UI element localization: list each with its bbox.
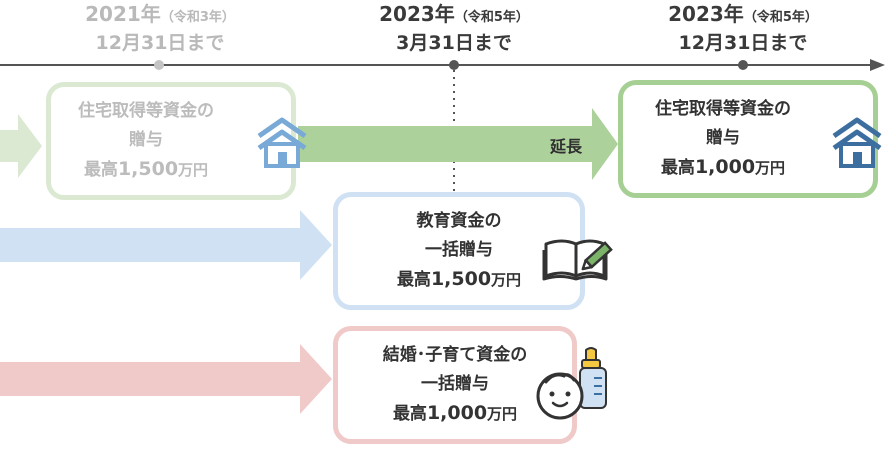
amount-unit: 万円 [487, 405, 518, 423]
amount-unit: 万円 [491, 271, 522, 289]
date-deadline: 12月31日まで [678, 32, 808, 54]
box-title-line2: 贈与 [706, 128, 740, 148]
amount-unit: 万円 [178, 161, 209, 179]
date-label-2021: 2021年（令和3年） 12月31日まで [70, 2, 250, 55]
book-pen-icon [542, 239, 613, 281]
marriage-arrow [0, 344, 332, 414]
housing-gift-old-box: 住宅取得等資金の 贈与 最高1,500万円 [46, 82, 296, 200]
amount-prefix: 最高 [396, 270, 431, 290]
house-icon [257, 117, 307, 168]
amount-unit: 万円 [755, 159, 786, 177]
date-label-2023-march: 2023年（令和5年） 3月31日まで [364, 2, 544, 55]
box-title-line2: 贈与 [129, 130, 163, 150]
date-year: 2023年 [668, 2, 744, 26]
amount-prefix: 最高 [392, 404, 427, 424]
extension-arrow [298, 108, 618, 180]
amount-value: 1,500 [430, 268, 492, 290]
amount-prefix: 最高 [83, 160, 118, 180]
timeline-marker-2021 [154, 60, 164, 70]
date-label-2023-december: 2023年（令和5年） 12月31日まで [653, 2, 833, 55]
amount-value: 1,000 [426, 402, 488, 424]
box-title-line2: 一括贈与 [425, 240, 493, 260]
box-amount-line: 最高1,000万円 [338, 399, 572, 429]
amount-prefix: 最高 [660, 158, 695, 178]
house-icon [832, 117, 882, 168]
box-title-line1: 住宅取得等資金の [78, 101, 214, 121]
box-title-line1: 住宅取得等資金の [655, 99, 791, 119]
amount-value: 1,500 [117, 158, 179, 180]
timeline-marker-2023-march [449, 60, 459, 70]
extension-label: 延長 [550, 137, 583, 156]
box-amount-line: 最高1,000万円 [623, 153, 823, 183]
timeline-marker-2023-december [738, 60, 748, 70]
amount-value: 1,000 [694, 156, 756, 178]
box-amount-line: 最高1,500万円 [51, 155, 241, 185]
date-year: 2021年 [85, 2, 161, 26]
marriage-childcare-gift-box: 結婚･子育て資金の 一括贈与 最高1,000万円 [333, 326, 577, 444]
box-amount-line: 最高1,500万円 [338, 265, 580, 295]
box-title-line2: 一括贈与 [421, 374, 489, 394]
box-title-line1: 結婚･子育て資金の [382, 345, 528, 365]
date-era: （令和3年） [160, 10, 235, 25]
date-deadline: 3月31日まで [396, 32, 512, 54]
housing-gift-new-box: 住宅取得等資金の 贈与 最高1,000万円 [618, 80, 878, 198]
date-year: 2023年 [379, 2, 455, 26]
box-title-line1: 教育資金の [416, 211, 502, 231]
baby-bottle-icon [536, 347, 607, 420]
housing-old-arrow [0, 114, 42, 178]
date-era: （令和5年） [454, 10, 529, 25]
date-era: （令和5年） [743, 10, 818, 25]
date-deadline: 12月31日まで [95, 32, 225, 54]
education-arrow [0, 210, 332, 280]
